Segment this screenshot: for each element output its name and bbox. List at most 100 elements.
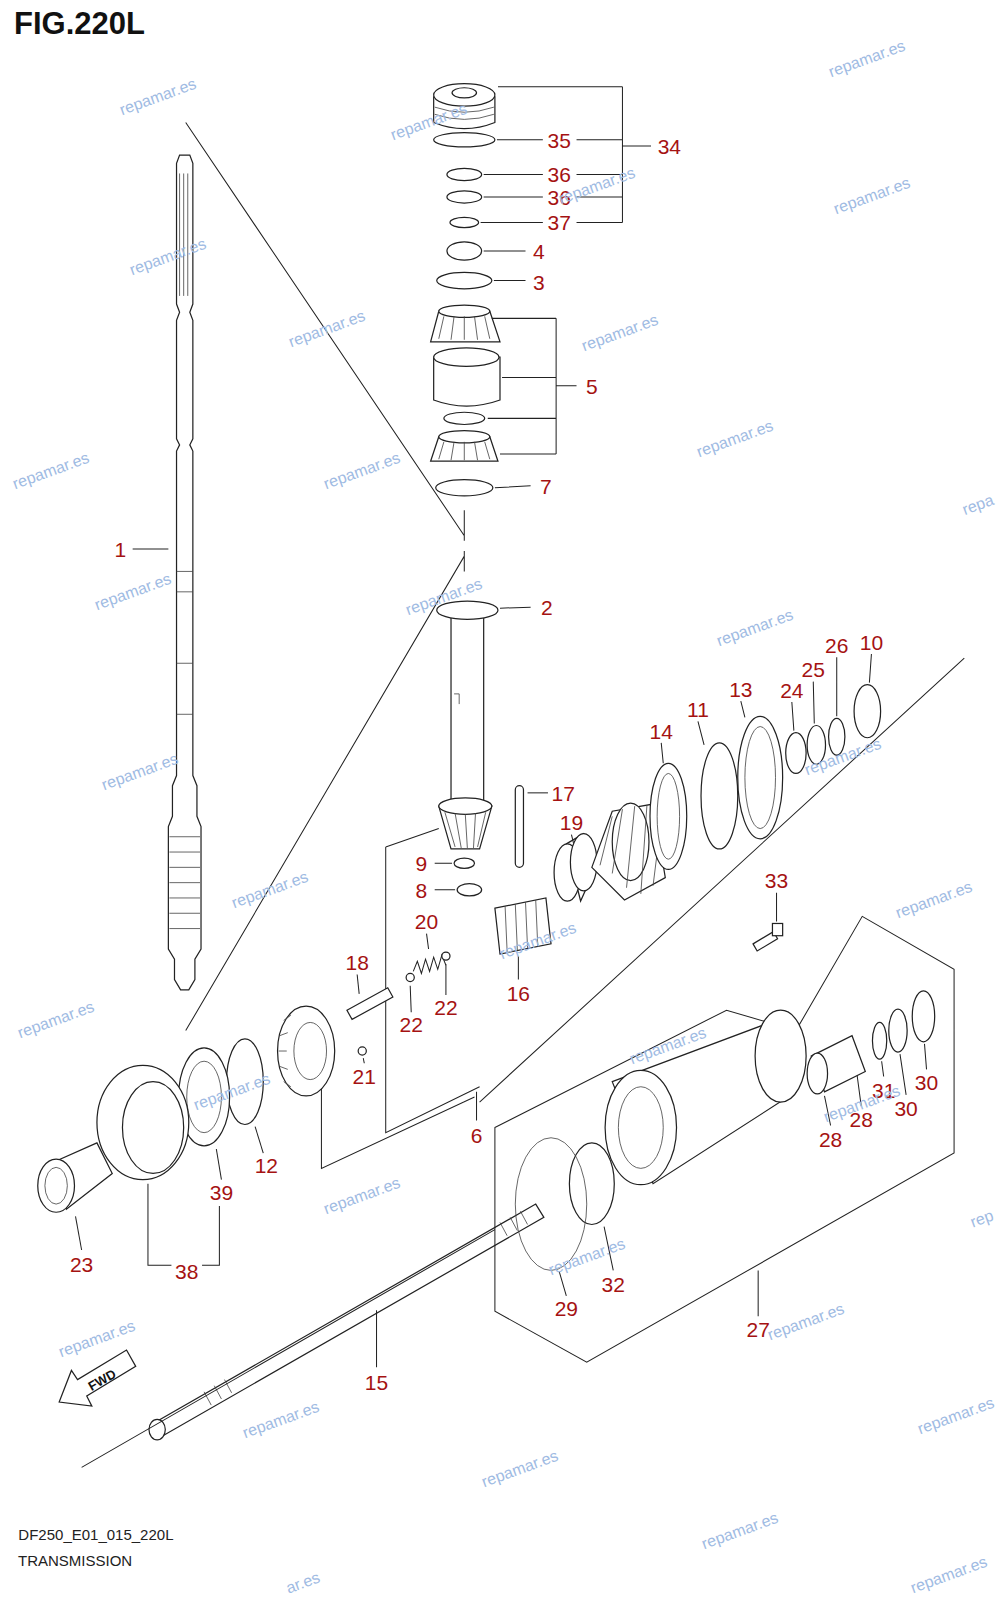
part-outline — [451, 612, 484, 806]
figure-title: FIG.220L — [14, 8, 145, 39]
callout-number: 32 — [602, 1273, 625, 1294]
part-outline — [447, 168, 482, 180]
leader-line — [661, 654, 871, 763]
watermark: repamar.es — [286, 307, 367, 349]
callout-number: 14 — [650, 720, 673, 741]
part-outline — [612, 803, 649, 881]
leader-line — [488, 318, 577, 487]
leader-line — [500, 607, 531, 608]
leader-line — [255, 1127, 263, 1154]
part-outline — [452, 88, 476, 98]
callout-number: 15 — [365, 1371, 388, 1392]
part-outline — [515, 1138, 586, 1271]
part-outline — [445, 812, 486, 848]
leader-line — [528, 792, 548, 793]
leader-line — [363, 1058, 364, 1063]
callout-number: 2 — [541, 597, 553, 618]
watermark: ar.es — [284, 1569, 322, 1596]
callout-number: 16 — [507, 982, 530, 1003]
watermark: repamar.es — [92, 571, 173, 613]
part-outline — [122, 1082, 183, 1174]
callout-number: 26 — [825, 634, 848, 655]
callout-number: 11 — [687, 699, 709, 720]
part-outline — [755, 1010, 806, 1102]
part-outline — [169, 173, 200, 928]
callout-number: 17 — [552, 782, 575, 803]
part-outline — [447, 242, 482, 260]
callout-number: 33 — [765, 869, 788, 890]
callout-number: 3 — [533, 271, 545, 292]
leader-line — [76, 1216, 82, 1250]
callout-number: 39 — [210, 1181, 233, 1202]
watermark: repamar.es — [694, 418, 775, 460]
callout-number: 25 — [802, 659, 825, 680]
callout-number: 19 — [560, 812, 583, 833]
part-outline — [447, 191, 482, 203]
part-outline — [570, 834, 597, 891]
part-outline — [569, 1143, 614, 1225]
callout-number: 36 — [547, 164, 570, 185]
callout-number: 29 — [555, 1298, 578, 1319]
part-outline — [650, 763, 687, 869]
watermark: repamar.es — [230, 869, 311, 911]
callout-number: 24 — [780, 679, 803, 700]
watermark: repamar.es — [699, 1509, 780, 1551]
leader-line — [518, 956, 519, 979]
watermark: repamar.es — [118, 76, 199, 118]
callout-number: 34 — [658, 135, 681, 156]
leader-line — [133, 548, 169, 549]
part-outline — [745, 727, 776, 829]
leader-line — [571, 835, 573, 843]
callout-number: 35 — [547, 129, 570, 150]
watermark: repamar.es — [915, 1395, 996, 1437]
drawing-code: DF250_E01_015_220L — [18, 1527, 173, 1542]
part-outline — [278, 1006, 335, 1096]
part-outline — [439, 305, 490, 317]
leader-line — [357, 974, 359, 993]
leader-line — [216, 1149, 221, 1180]
callout-number: 20 — [415, 911, 438, 932]
leader-line — [776, 893, 777, 922]
callout-number: 5 — [586, 375, 598, 396]
part-outline — [439, 431, 490, 443]
part-outline — [279, 1015, 291, 1086]
callout-number: 38 — [175, 1261, 198, 1282]
watermark: repamar.es — [11, 450, 92, 492]
watermark: repa — [960, 492, 996, 518]
direction-label: FWD — [86, 1367, 118, 1393]
callout-number: 7 — [540, 475, 552, 496]
watermark: repamar.es — [240, 1399, 321, 1441]
part-outline — [889, 1009, 907, 1052]
part-outline — [153, 1204, 544, 1437]
part-outline — [358, 1047, 366, 1055]
part-outline — [294, 1022, 327, 1079]
part-outline — [442, 952, 450, 960]
callout-number: 10 — [860, 631, 883, 652]
leader-line — [186, 122, 465, 1030]
leader-line — [82, 1230, 495, 1468]
callout-number: 8 — [416, 879, 428, 900]
part-outline — [439, 798, 492, 814]
callout-number: 6 — [471, 1124, 483, 1145]
callout-number: 23 — [70, 1254, 93, 1275]
part-outline — [457, 884, 481, 896]
part-outline — [204, 1211, 527, 1405]
leader-line — [481, 140, 543, 223]
part-outline — [434, 133, 495, 147]
figure-caption: TRANSMISSION — [18, 1553, 132, 1568]
leader-line — [413, 955, 446, 973]
part-outline — [738, 716, 783, 838]
watermark: repamar.es — [766, 1301, 847, 1343]
watermark: repamar.es — [16, 999, 97, 1041]
part-outline — [59, 1350, 136, 1406]
watermark: repamar.es — [909, 1554, 990, 1596]
watermark: repamar.es — [893, 879, 974, 921]
leader-line — [559, 1227, 758, 1317]
part-outline — [701, 743, 738, 849]
part-outline — [168, 155, 201, 990]
part-outline — [912, 991, 934, 1042]
part-outline — [786, 733, 806, 774]
watermark: repamar.es — [322, 450, 403, 492]
callout-number: 37 — [547, 212, 570, 233]
